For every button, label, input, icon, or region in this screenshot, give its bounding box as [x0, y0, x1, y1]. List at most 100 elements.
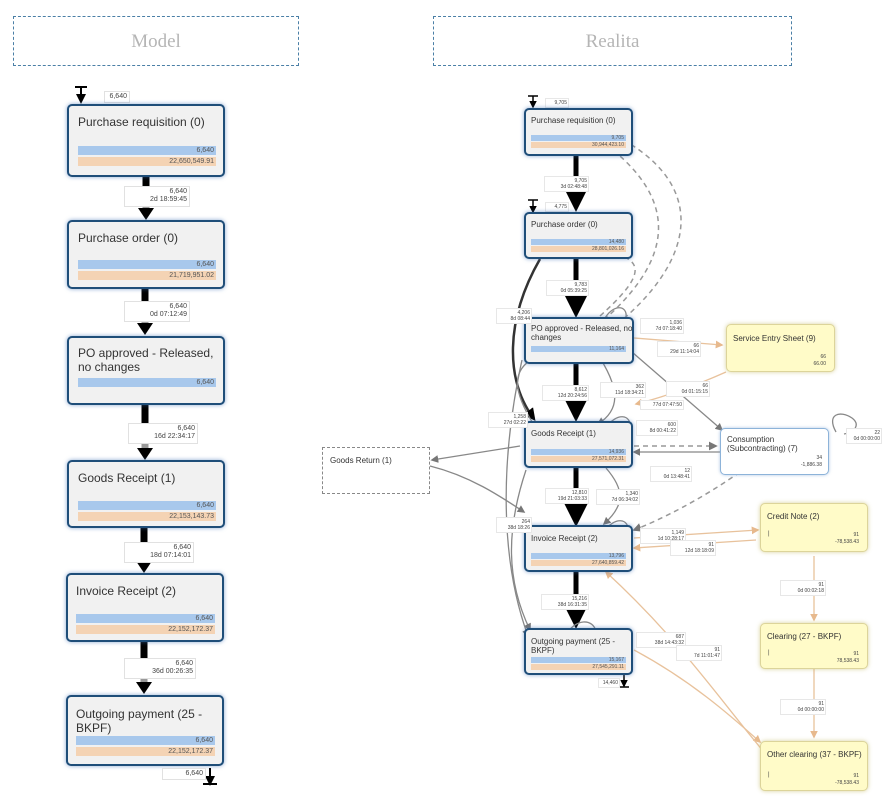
amount-bar: 22,650,549.91 — [78, 157, 216, 166]
realita-end-marker — [619, 674, 629, 688]
edge-duration: 8d 00:41:22 — [649, 428, 676, 434]
count-bar: 6,640 — [78, 501, 216, 510]
realita-start-count-pr: 9,705 — [545, 98, 569, 108]
edge-count: 264 — [521, 519, 530, 525]
edge-count: 9,783 — [574, 282, 587, 288]
activity-title: Consumption (Subcontracting) (7) — [727, 435, 798, 454]
count-bar: 6,640 — [76, 736, 215, 745]
activity-title: Outgoing payment (25 - BKPF) — [531, 637, 616, 656]
realita-activity-credit-note[interactable]: Credit Note (2) | 91 -78,538.43 — [760, 503, 868, 552]
edge-duration: 0d 13:48:41 — [663, 474, 690, 480]
realita-activity-goods-receipt[interactable]: Goods Receipt (1) 14,936 27,571,072.31 — [524, 421, 633, 468]
realita-activity-consumption[interactable]: Consumption (Subcontracting) (7) 34 -1,8… — [720, 428, 829, 475]
amount-value: 27,545,291.11 — [592, 664, 624, 670]
amount-bar: 22,152,172.37 — [76, 747, 215, 756]
edge-count: 66 — [702, 383, 708, 389]
edge-count: 22 — [874, 430, 880, 436]
count-bar: 14,936 — [531, 449, 626, 455]
realita-activity-purchase-requisition[interactable]: Purchase requisition (0) 9,705 30,944,42… — [524, 108, 633, 156]
amount-value: 66.00 — [813, 361, 826, 367]
transition-duration: 0d 07:12:49 — [150, 311, 187, 319]
edge-count: 91 — [818, 582, 824, 588]
realita-activity-other-clearing[interactable]: Other clearing (37 - BKPF) | 91 -78,538.… — [760, 741, 868, 791]
realita-activity-purchase-order[interactable]: Purchase order (0) 14,480 28,801,026.16 — [524, 212, 633, 259]
model-activity-po-approved[interactable]: PO approved - Released, no changes 6,640 — [67, 336, 225, 405]
count-value: 6,640 — [196, 147, 214, 154]
edge-count: 9,705 — [574, 178, 587, 184]
model-activity-purchase-requisition[interactable]: Purchase requisition (0) 6,640 22,650,54… — [67, 104, 225, 177]
model-activity-outgoing-payment[interactable]: Outgoing payment (25 - BKPF) 6,640 22,15… — [66, 695, 224, 766]
edge-count: 687 — [675, 634, 684, 640]
activity-title: Goods Return (1) — [330, 456, 392, 465]
realita-activity-invoice-receipt[interactable]: Invoice Receipt (2) 13,796 27,640,859.42 — [524, 525, 633, 572]
amount-value: 27,571,072.31 — [592, 456, 624, 462]
realita-activity-goods-return[interactable]: Goods Return (1) — [322, 447, 430, 494]
count-value: 14,480 — [608, 239, 624, 245]
amount-bar: 30,944,423.10 — [531, 142, 626, 148]
model-start-marker — [75, 86, 87, 104]
count-value: 6,640 — [195, 615, 213, 622]
edge-count: 12,810 — [571, 490, 587, 496]
count-value: 6,640 — [196, 261, 214, 268]
realita-end-count: 14,460 — [598, 678, 620, 688]
realita-start-markers — [528, 95, 538, 214]
edge-duration: 11d 18:34:21 — [615, 390, 644, 396]
model-activity-invoice-receipt[interactable]: Invoice Receipt (2) 6,640 22,152,172.37 — [66, 573, 224, 642]
model-activity-goods-receipt[interactable]: Goods Receipt (1) 6,640 22,153,143.73 — [67, 460, 225, 528]
transition-count: 6,640 — [173, 544, 191, 551]
realita-start-count-po: 4,775 — [545, 202, 569, 212]
edge-duration: 29d 11:14:04 — [670, 349, 699, 355]
edge-count: 1,340 — [625, 491, 638, 497]
count-bar: 6,640 — [78, 378, 216, 387]
edge-duration: 0d 00:02:18 — [797, 588, 824, 594]
activity-title: Outgoing payment (25 - BKPF) — [76, 707, 203, 735]
edge-count: 66 — [693, 343, 699, 349]
realita-activity-clearing[interactable]: Clearing (27 - BKPF) | 91 78,538.43 — [760, 623, 868, 669]
left-marker: | — [768, 650, 770, 656]
edge-duration: 8d 08:44 — [510, 316, 530, 322]
amount-value: -78,538.43 — [835, 539, 859, 545]
amount-value: -78,538.43 — [835, 780, 859, 786]
amount-value: 22,152,172.37 — [168, 748, 213, 755]
edge-duration: 7d 07:18:40 — [655, 326, 682, 332]
edge-count: 1,258 — [513, 414, 526, 420]
count-bar: 6,640 — [78, 146, 216, 155]
transition-count: 6,640 — [177, 425, 195, 432]
count-value: 11,164 — [609, 346, 624, 352]
realita-activity-outgoing-payment[interactable]: Outgoing payment (25 - BKPF) 15,167 27,5… — [524, 628, 633, 675]
activity-title: Clearing (27 - BKPF) — [767, 632, 842, 641]
activity-title: Service Entry Sheet (9) — [733, 334, 816, 343]
count-bar: 6,640 — [76, 614, 215, 623]
edge-duration: 38d 14:43:32 — [654, 640, 684, 646]
count-value: 66 — [820, 354, 826, 360]
edge-duration: 3d 02:48:48 — [560, 184, 587, 190]
amount-bar: 27,571,072.31 — [531, 456, 626, 462]
model-activity-purchase-order[interactable]: Purchase order (0) 6,640 21,719,951.02 — [67, 220, 225, 289]
amount-value: 22,650,549.91 — [169, 158, 214, 165]
edge-label-gr-self: 77d 07:47:50 — [640, 400, 684, 410]
edge-duration: 7d 11:01:47 — [693, 653, 720, 659]
edge-count: 1,036 — [669, 320, 682, 326]
realita-activity-service-entry-sheet[interactable]: Service Entry Sheet (9) 66 66.00 — [726, 324, 835, 372]
left-marker: | — [768, 531, 770, 537]
activity-title: Purchase order (0) — [531, 220, 598, 229]
count-value: 91 — [853, 773, 859, 779]
realita-activity-po-approved[interactable]: PO approved - Released, no changes 11,16… — [524, 317, 634, 364]
count-bar: 6,640 — [78, 260, 216, 269]
count-value: 15,167 — [608, 657, 624, 663]
transition-duration: 18d 07:14:01 — [150, 552, 191, 560]
count-bar: 13,796 — [531, 553, 626, 559]
amount-value: 30,944,423.10 — [592, 142, 624, 148]
amount-bar: 22,152,172.37 — [76, 625, 215, 634]
